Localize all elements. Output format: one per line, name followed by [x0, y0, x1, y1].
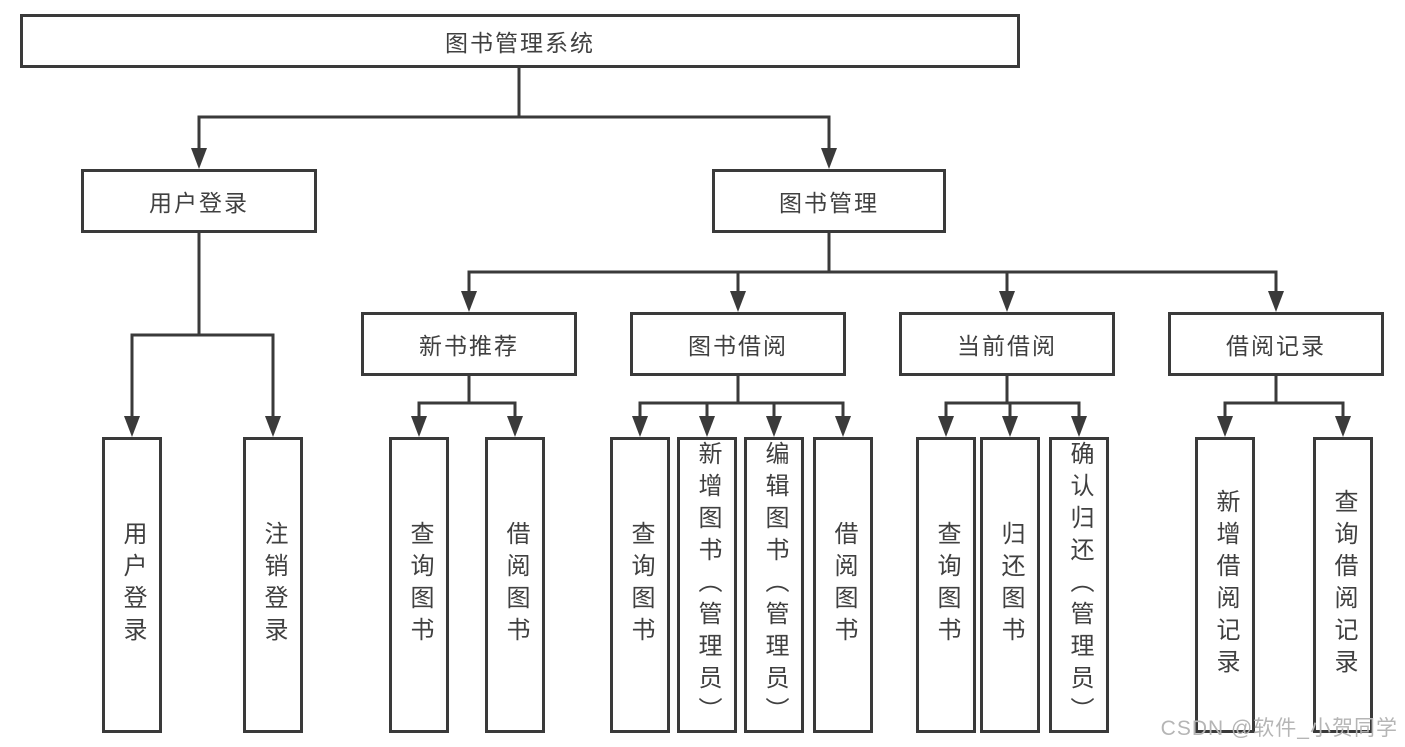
connector-borrowing-records-children [1223, 376, 1345, 418]
node-edit-book-admin: 编辑图书（管理员） [744, 437, 804, 733]
node-borrowing-records: 借阅记录 [1168, 312, 1384, 376]
arrowheads [124, 148, 1351, 437]
arrow-icon [265, 416, 281, 437]
arrow-icon [632, 416, 648, 437]
node-user-login-leaf: 用户登录 [102, 437, 162, 733]
arrow-icon [1002, 416, 1018, 437]
node-logout: 注销登录 [243, 437, 303, 733]
node-confirm-return-admin: 确认归还（管理员） [1049, 437, 1109, 733]
arrow-icon [191, 148, 207, 169]
node-label: 新书推荐 [419, 333, 519, 359]
node-query-books-2: 查询图书 [610, 437, 670, 733]
node-root: 图书管理系统 [20, 14, 1020, 68]
connector-new-books-children [417, 376, 517, 418]
node-label: 查询借阅记录 [1330, 489, 1357, 681]
node-label: 借阅图书 [502, 521, 529, 649]
connector-root-to-level2 [197, 68, 831, 148]
node-label: 新增借阅记录 [1212, 489, 1239, 681]
node-label: 查询图书 [406, 521, 433, 649]
connector-book-management-children [467, 233, 1278, 293]
arrow-icon [938, 416, 954, 437]
node-label: 图书借阅 [688, 333, 788, 359]
arrow-icon [730, 291, 746, 312]
arrow-icon [835, 416, 851, 437]
node-label: 图书管理系统 [445, 30, 595, 56]
arrow-icon [411, 416, 427, 437]
node-label: 图书管理 [779, 190, 879, 216]
arrow-icon [507, 416, 523, 437]
node-label: 用户登录 [119, 521, 146, 649]
node-query-borrow-record: 查询借阅记录 [1313, 437, 1373, 733]
node-return-books: 归还图书 [980, 437, 1040, 733]
node-user-login: 用户登录 [81, 169, 317, 233]
arrow-icon [461, 291, 477, 312]
arrow-icon [699, 416, 715, 437]
arrow-icon [1217, 416, 1233, 437]
node-current-borrowing: 当前借阅 [899, 312, 1115, 376]
arrow-icon [1071, 416, 1087, 437]
arrow-icon [766, 416, 782, 437]
arrow-icon [1268, 291, 1284, 312]
node-label: 查询图书 [627, 521, 654, 649]
node-book-management: 图书管理 [712, 169, 946, 233]
connector-user-login-children [130, 233, 275, 418]
node-label: 归还图书 [997, 521, 1024, 649]
node-label: 借阅图书 [830, 521, 857, 649]
node-new-book-recommendation: 新书推荐 [361, 312, 577, 376]
watermark-text: CSDN @软件_小贺同学 [1160, 717, 1398, 740]
node-label: 新增图书（管理员） [694, 441, 721, 729]
node-label: 当前借阅 [957, 333, 1057, 359]
node-add-borrow-record: 新增借阅记录 [1195, 437, 1255, 733]
node-book-borrowing: 图书借阅 [630, 312, 846, 376]
node-borrow-books-2: 借阅图书 [813, 437, 873, 733]
node-label: 借阅记录 [1226, 333, 1326, 359]
connector-book-borrowing-children [638, 376, 845, 418]
connector-current-borrowing-children [944, 376, 1081, 418]
node-label: 编辑图书（管理员） [761, 441, 788, 729]
node-label: 用户登录 [149, 190, 249, 216]
node-query-books-3: 查询图书 [916, 437, 976, 733]
arrow-icon [1335, 416, 1351, 437]
node-label: 注销登录 [260, 521, 287, 649]
arrow-icon [999, 291, 1015, 312]
arrow-icon [124, 416, 140, 437]
node-label: 确认归还（管理员） [1066, 441, 1093, 729]
node-add-book-admin: 新增图书（管理员） [677, 437, 737, 733]
arrow-icon [821, 148, 837, 169]
node-query-books-1: 查询图书 [389, 437, 449, 733]
node-label: 查询图书 [933, 521, 960, 649]
node-borrow-books-1: 借阅图书 [485, 437, 545, 733]
